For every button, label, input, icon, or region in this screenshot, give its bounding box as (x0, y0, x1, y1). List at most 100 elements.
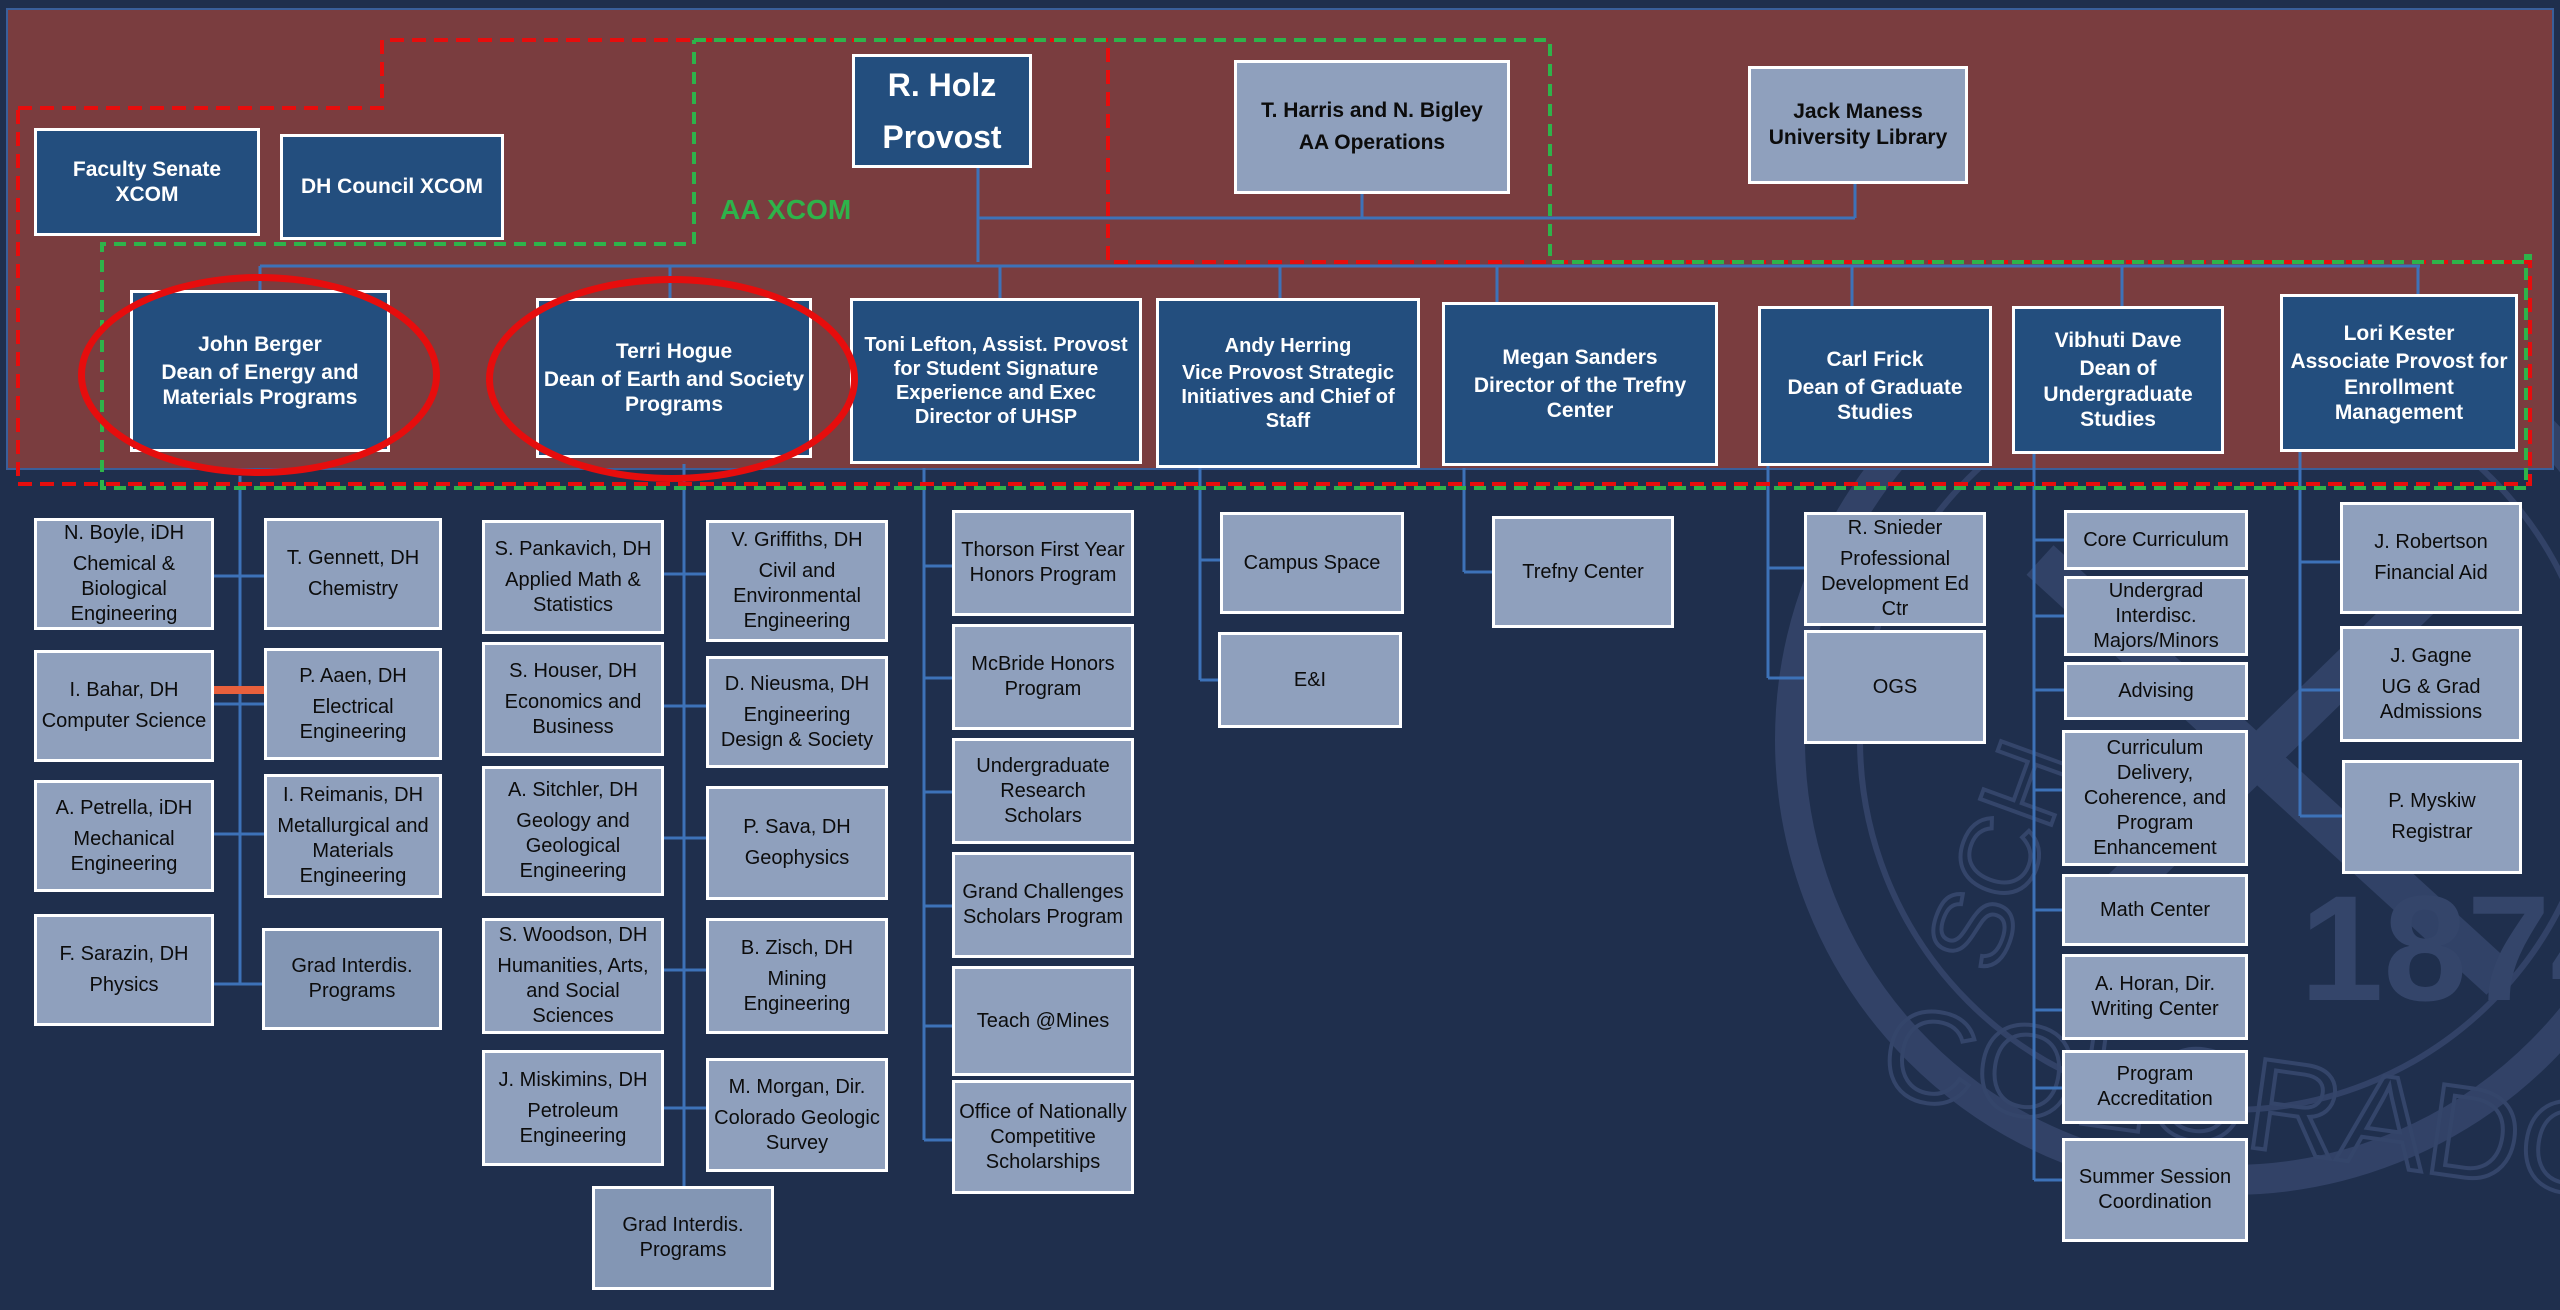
dept-cee: V. Griffiths, DH Civil and Environmental… (706, 520, 888, 642)
faculty-senate-label: Faculty Senate XCOM (72, 157, 222, 206)
dept-head: I. Bahar, DH (69, 679, 179, 701)
dept-name: Engineering Design & Society (720, 703, 874, 751)
dept-head: N. Boyle, iDH (63, 522, 185, 544)
unit-label: Professional Development Ed Ctr (1821, 548, 1969, 620)
provost-name: R. Holz (887, 66, 997, 103)
unit-curriculum-delivery: Curriculum Delivery, Coherence, and Prog… (2062, 730, 2248, 866)
unit-label: UG & Grad Admissions (2379, 675, 2483, 723)
program-label: Thorson First Year Honors Program (961, 539, 1125, 586)
program-label: Grand Challenges Scholars Program (962, 881, 1124, 928)
dept-name: Electrical Engineering (299, 695, 407, 743)
dept-name: Chemical & Biological Engineering (70, 553, 178, 625)
unit-label: Summer Session Coordination (2078, 1166, 2232, 1213)
leader-frick: Carl Frick Dean of Graduate Studies (1758, 306, 1992, 466)
dept-head: F. Sarazin, DH (59, 943, 189, 965)
unit-campus-space: Campus Space (1220, 512, 1404, 614)
program-mcbride: McBride Honors Program (952, 624, 1134, 730)
program-urs: Undergraduate Research Scholars (952, 738, 1134, 844)
unit-label: Math Center (2099, 898, 2211, 921)
seal-year: 1874 (2300, 864, 2560, 1032)
aa-operations-title: AA Operations (1298, 131, 1446, 154)
dept-name: Metallurgical and Materials Engineering (277, 815, 429, 887)
dept-name: Mining Engineering (743, 967, 851, 1015)
dept-name: Physics (89, 974, 159, 996)
unit-pdec: R. Snieder Professional Development Ed C… (1804, 512, 1986, 626)
unit-label: A. Horan, Dir. Writing Center (2091, 973, 2219, 1020)
dept-ams: S. Pankavich, DH Applied Math & Statisti… (482, 520, 664, 634)
program-teach-mines: Teach @Mines (952, 966, 1134, 1076)
dept-head: S. Houser, DH (509, 659, 637, 682)
unit-label: Curriculum Delivery, Coherence, and Prog… (2083, 736, 2227, 859)
dept-head: P. Sava, DH (743, 816, 851, 838)
unit-label: Core Curriculum (2083, 528, 2229, 551)
leader-name: Megan Sanders (1502, 345, 1658, 369)
dept-head: S. Woodson, DH (498, 924, 648, 946)
dept-head: A. Petrella, iDH (55, 796, 193, 819)
leader-title: Dean of Graduate Studies (1787, 375, 1963, 425)
dept-head: T. Gennett, DH (286, 547, 420, 569)
unit-label: Registrar (2391, 821, 2473, 843)
dept-name: Economics and Business (504, 690, 642, 738)
leader-kester: Lori Kester Associate Provost for Enroll… (2280, 294, 2518, 452)
leader-lefton: Toni Lefton, Assist. Provost for Student… (850, 298, 1142, 464)
unit-financial-aid: J. Robertson Financial Aid (2340, 502, 2522, 614)
dept-head: V. Griffiths, DH (731, 529, 863, 551)
dept-geology: A. Sitchler, DH Geology and Geological E… (482, 766, 664, 896)
unit-label: Campus Space (1243, 551, 1381, 574)
unit-head: P. Myskiw (2388, 790, 2476, 812)
aa-operations-names: T. Harris and N. Bigley (1261, 98, 1483, 122)
dept-name: Humanities, Arts, and Social Sciences (497, 955, 649, 1027)
dept-name: Petroleum Engineering (519, 1099, 627, 1147)
unit-registrar: P. Myskiw Registrar (2342, 760, 2522, 874)
program-label: Office of Nationally Competitive Scholar… (959, 1100, 1127, 1173)
dept-head: Grad Interdis. Programs (622, 1214, 744, 1261)
dept-head: I. Reimanis, DH (282, 784, 424, 806)
dept-name: Colorado Geologic Survey (714, 1106, 880, 1154)
program-label: McBride Honors Program (971, 653, 1115, 700)
dept-head: A. Sitchler, DH (507, 779, 639, 801)
unit-label: E&I (1293, 668, 1327, 691)
leader-dave: Vibhuti Dave Dean of Undergraduate Studi… (2012, 306, 2224, 454)
dept-name: Chemistry (307, 578, 398, 600)
unit-label: OGS (1872, 675, 1918, 698)
dept-me: A. Petrella, iDH Mechanical Engineering (34, 780, 214, 892)
dept-ee: P. Aaen, DH Electrical Engineering (264, 648, 442, 760)
leader-name: Toni Lefton, Assist. Provost for Student… (864, 334, 1128, 428)
unit-program-accreditation: Program Accreditation (2062, 1050, 2248, 1124)
aa-operations-box: T. Harris and N. Bigley AA Operations (1234, 60, 1510, 194)
dh-council-box: DH Council XCOM (280, 134, 504, 240)
library-box: Jack Maness University Library (1748, 66, 1968, 184)
leader-name: Carl Frick (1826, 347, 1924, 371)
dept-name: Civil and Environmental Engineering (733, 560, 861, 632)
unit-ei: E&I (1218, 632, 1402, 728)
dept-eds: D. Nieusma, DH Engineering Design & Soci… (706, 656, 888, 768)
unit-admissions: J. Gagne UG & Grad Admissions (2340, 626, 2522, 742)
dept-geophysics: P. Sava, DH Geophysics (706, 786, 888, 900)
library-name: Jack Maness (1793, 99, 1923, 123)
dept-physics: F. Sarazin, DH Physics (34, 914, 214, 1026)
dept-name: Geophysics (744, 847, 850, 869)
dept-hass: S. Woodson, DH Humanities, Arts, and Soc… (482, 918, 664, 1034)
dept-petroleum: J. Miskimins, DH Petroleum Engineering (482, 1050, 664, 1166)
leader-title: Associate Provost for Enrollment Managem… (2290, 350, 2508, 424)
unit-head: R. Snieder (1847, 517, 1943, 539)
dept-name: Mechanical Engineering (70, 827, 178, 875)
dept-name: Computer Science (41, 710, 207, 732)
unit-summer-session: Summer Session Coordination (2062, 1138, 2248, 1242)
unit-trefny-center: Trefny Center (1492, 516, 1674, 628)
leader-name: Vibhuti Dave (2054, 329, 2182, 353)
faculty-senate-box: Faculty Senate XCOM (34, 128, 260, 236)
program-thorson: Thorson First Year Honors Program (952, 510, 1134, 616)
unit-writing-center: A. Horan, Dir. Writing Center (2062, 954, 2248, 1040)
dh-council-label: DH Council XCOM (301, 175, 483, 199)
provost-title: Provost (882, 119, 1002, 155)
leader-title: Director of the Trefny Center (1473, 373, 1687, 423)
program-label: Undergraduate Research Scholars (976, 754, 1110, 827)
library-title: University Library (1768, 126, 1948, 149)
dept-mining: B. Zisch, DH Mining Engineering (706, 918, 888, 1034)
program-grand-challenges: Grand Challenges Scholars Program (952, 852, 1134, 958)
unit-label: Undergrad Interdisc. Majors/Minors (2093, 579, 2219, 652)
dept-head: P. Aaen, DH (299, 664, 407, 687)
highlight-ellipse-berger (78, 274, 440, 476)
dept-head: J. Miskimins, DH (498, 1068, 648, 1091)
